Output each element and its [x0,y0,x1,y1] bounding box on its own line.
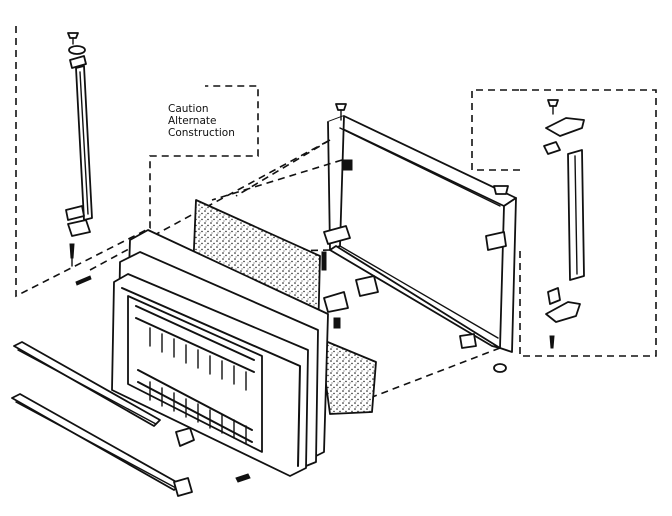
callout-17a: 17 [0,0,19,4]
trim-strips [11,341,195,497]
callout-16a: 16 [0,0,19,4]
callout-labels: 16 11 12 14 100 10 16 24 9 17 17 22 9 15… [0,0,29,4]
callout-9a: 9 [0,0,10,4]
callout-25: 25 [0,0,19,4]
callout-27: 27 [0,0,19,4]
callout-20: 20 [0,0,19,4]
callout-100: 100 [0,0,29,4]
callout-99: 99 [0,0,19,4]
callout-14: 14 [0,0,19,4]
callout-28a: 28 [0,0,19,4]
callout-24: 24 [0,0,19,4]
left-hinge-assembly [65,32,93,286]
note-line-2: Alternate [168,115,216,127]
callout-1: 1 [0,0,10,4]
callout-26: 26 [0,0,19,4]
right-hinge-assembly [543,99,585,349]
callout-11: 11 [0,0,19,4]
callout-6b: 6 [0,0,10,4]
callout-8: 8 [0,0,10,4]
callout-16b: 16 [0,0,19,4]
callout-5: 5 [0,0,10,4]
callout-22: 22 [0,0,19,4]
callout-4: 4 [0,0,10,4]
callout-3: 3 [0,0,10,4]
callout-15: 15 [0,0,19,4]
callout-7b: 7 [0,0,10,4]
callout-16d: 16 [0,0,19,4]
callout-10: 10 [0,0,19,4]
callout-9b: 9 [0,0,10,4]
callout-17b: 17 [0,0,19,4]
callout-7a: 7 [0,0,10,4]
note-line-3: Construction [168,127,235,139]
caution-note: Caution Alternate Construction [168,103,235,139]
callout-28b: 28 [0,0,19,4]
callout-21: 21 [0,0,19,4]
door-liner-assembly [111,229,329,483]
callout-12: 12 [0,0,19,4]
note-line-1: Caution [168,103,209,115]
kit-99-dashed-outline [471,89,657,357]
kit-100-dashed-outline [15,26,259,298]
callout-2: 2 [0,0,10,4]
door-outer-panel [321,103,517,373]
callout-6a: 6 [0,0,10,4]
callout-16c: 16 [0,0,19,4]
